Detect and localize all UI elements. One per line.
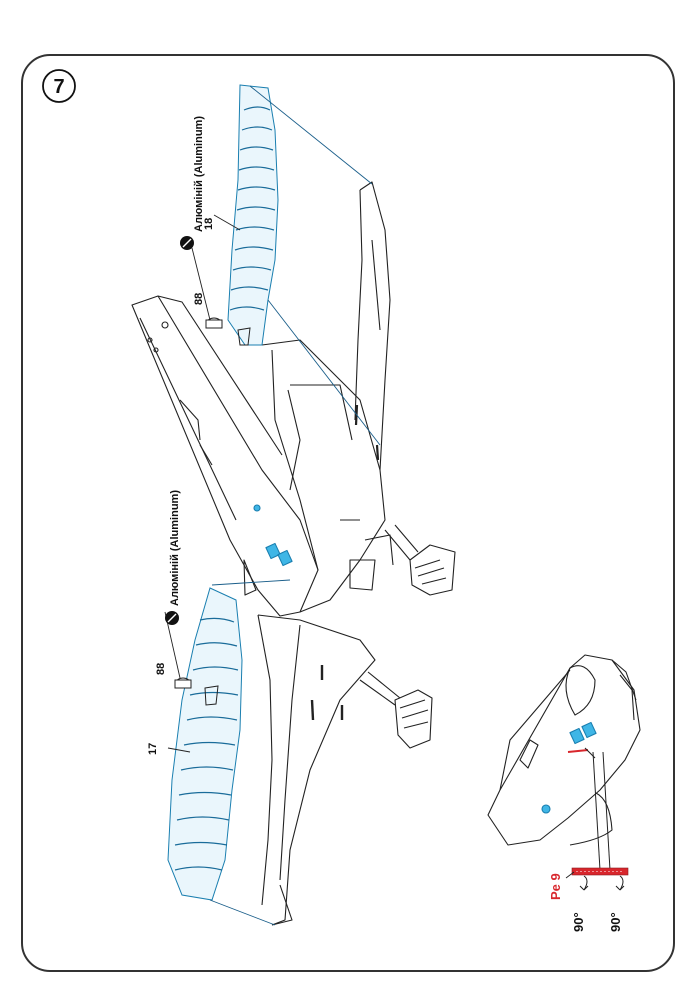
right-flap (227, 84, 279, 346)
right-bracket-88 (205, 317, 223, 329)
engine-right (384, 524, 456, 596)
part-number-17: 17 (147, 743, 159, 755)
pe9-label: Pe 9 (548, 873, 563, 900)
material-label-left: Алюміній (Aluminum) (169, 490, 181, 606)
bend-angle-top: 90° (571, 912, 586, 932)
part-number-88-left: 88 (155, 663, 167, 675)
left-flap (167, 587, 243, 901)
aluminum-icon (180, 236, 194, 250)
inset-nacelle (487, 654, 641, 871)
part-number-18: 18 (203, 218, 215, 230)
wing-assembly (131, 181, 456, 926)
engine-left (359, 671, 433, 749)
aluminum-icon (165, 611, 179, 625)
material-label-right: Алюміній (Aluminum) (193, 116, 205, 232)
page-frame (21, 54, 675, 972)
step-number: 7 (53, 76, 64, 98)
left-bracket-88 (174, 677, 192, 689)
part-number-88-right: 88 (193, 293, 205, 305)
alignment-lines (209, 85, 381, 926)
bend-angle-bottom: 90° (608, 912, 623, 932)
step-number-badge: 7 (42, 69, 76, 103)
bend-arrow-icon (579, 875, 625, 891)
pe9-part (565, 867, 629, 879)
